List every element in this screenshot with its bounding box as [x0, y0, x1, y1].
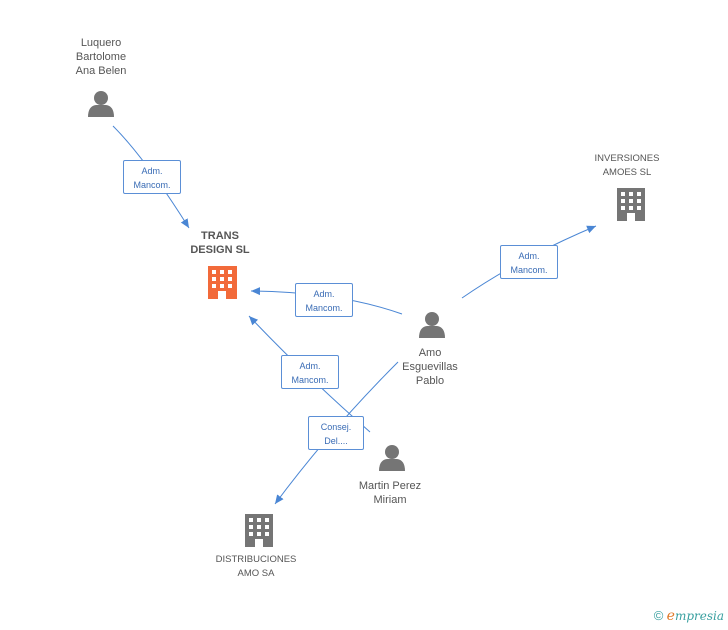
- edge-label-martin-trans[interactable]: Adm. Mancom.: [281, 355, 339, 389]
- edge-label-amo-inversiones[interactable]: Adm. Mancom.: [500, 245, 558, 279]
- brand-name: mpresia: [674, 609, 724, 623]
- brand-logo: © empresia: [654, 608, 724, 624]
- edge-label-amo-trans[interactable]: Adm. Mancom.: [295, 283, 353, 317]
- brand-initial: e: [666, 608, 675, 624]
- building-icon-trans[interactable]: [208, 266, 237, 299]
- node-label-inversiones[interactable]: INVERSIONES AMOES SL: [594, 153, 660, 178]
- node-label-distribuciones[interactable]: DISTRIBUCIONES AMO SA: [215, 554, 297, 579]
- building-icon-distribuciones[interactable]: [245, 514, 273, 547]
- node-label-amo[interactable]: Amo Esguevillas Pablo: [402, 347, 458, 387]
- edge-label-amo-distribuciones[interactable]: Consej. Del....: [308, 416, 364, 450]
- person-icon-martin[interactable]: [379, 445, 405, 471]
- node-label-martin[interactable]: Martin Perez Miriam: [358, 480, 422, 506]
- copyright-symbol: ©: [653, 608, 664, 623]
- node-label-luquero[interactable]: Luquero Bartolome Ana Belen: [75, 37, 127, 77]
- building-icon-inversiones[interactable]: [617, 188, 645, 221]
- edge-label-luquero-trans[interactable]: Adm. Mancom.: [123, 160, 181, 194]
- person-icon-luquero[interactable]: [88, 91, 114, 117]
- person-icon-amo[interactable]: [419, 312, 445, 338]
- node-label-trans[interactable]: TRANS DESIGN SL: [190, 230, 250, 256]
